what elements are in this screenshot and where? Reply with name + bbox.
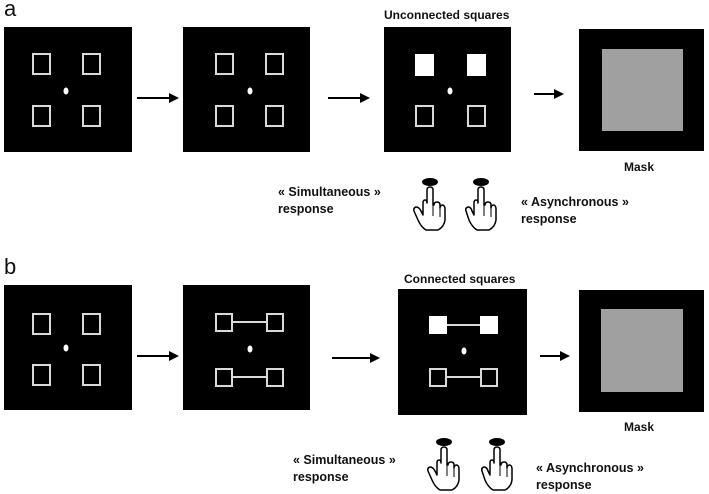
right-arrow-icon (534, 89, 564, 99)
panel-a-simultaneous-line1: « Simultaneous » (278, 185, 381, 199)
panel-a-frame-squares-drawing (215, 53, 284, 127)
panel-b-simultaneous-response: « Simultaneous » response (293, 452, 396, 486)
panel-a-frame-mask (579, 29, 704, 151)
panel-a-frame-squares (183, 27, 310, 152)
right-arrow-icon (332, 353, 380, 363)
panel-a-asynchronous-line1: « Asynchronous » (521, 195, 629, 209)
panel-a-frame-stimulus-drawing (415, 54, 486, 127)
panel-a-asynchronous-response: « Asynchronous » response (521, 194, 629, 228)
panel-a-frame-stimulus (384, 27, 511, 152)
right-arrow-icon (137, 351, 179, 361)
pointing-hand-icon (413, 178, 446, 231)
panel-b-asynchronous-line1: « Asynchronous » (536, 461, 644, 475)
panel-b-asynchronous-line2: response (536, 478, 592, 492)
panel-a-mask-label: Mask (624, 160, 655, 174)
panel-b-letter: b (4, 254, 17, 279)
panel-b-frame-fixation-drawing (32, 313, 101, 386)
panel-b-title: Connected squares (404, 272, 516, 286)
pointing-hand-icon (427, 438, 460, 491)
panel-a-letter: a (4, 0, 17, 21)
panel-a-asynchronous-line2: response (521, 212, 577, 226)
panel-a-title: Unconnected squares (384, 8, 510, 22)
panel-b-frame-stimulus-drawing (429, 316, 498, 387)
panel-b-mask-label: Mask (624, 420, 655, 434)
right-arrow-icon (540, 351, 570, 361)
panel-b-frame-connected (183, 285, 310, 410)
panel-b-simultaneous-line2: response (293, 470, 349, 484)
panel-a-frame-fixation-drawing (32, 53, 101, 127)
panel-b-frame-mask (579, 290, 704, 412)
panel-b-asynchronous-response: « Asynchronous » response (536, 460, 644, 494)
pointing-hand-icon (465, 178, 497, 231)
right-arrow-icon (137, 93, 179, 103)
panel-b-frame-stimulus (398, 289, 527, 415)
panel-b-simultaneous-line1: « Simultaneous » (293, 453, 396, 467)
pointing-hand-icon (481, 438, 513, 491)
panel-a-simultaneous-line2: response (278, 202, 334, 216)
panel-a-frame-fixation (4, 27, 132, 152)
panel-a-mask-gray (602, 49, 683, 131)
panel-b-frame-connected-drawing (215, 313, 284, 387)
panel-a-simultaneous-response: « Simultaneous » response (278, 184, 381, 218)
right-arrow-icon (328, 93, 370, 103)
panel-b-mask-gray (601, 309, 683, 392)
panel-b-frame-fixation (4, 285, 132, 410)
